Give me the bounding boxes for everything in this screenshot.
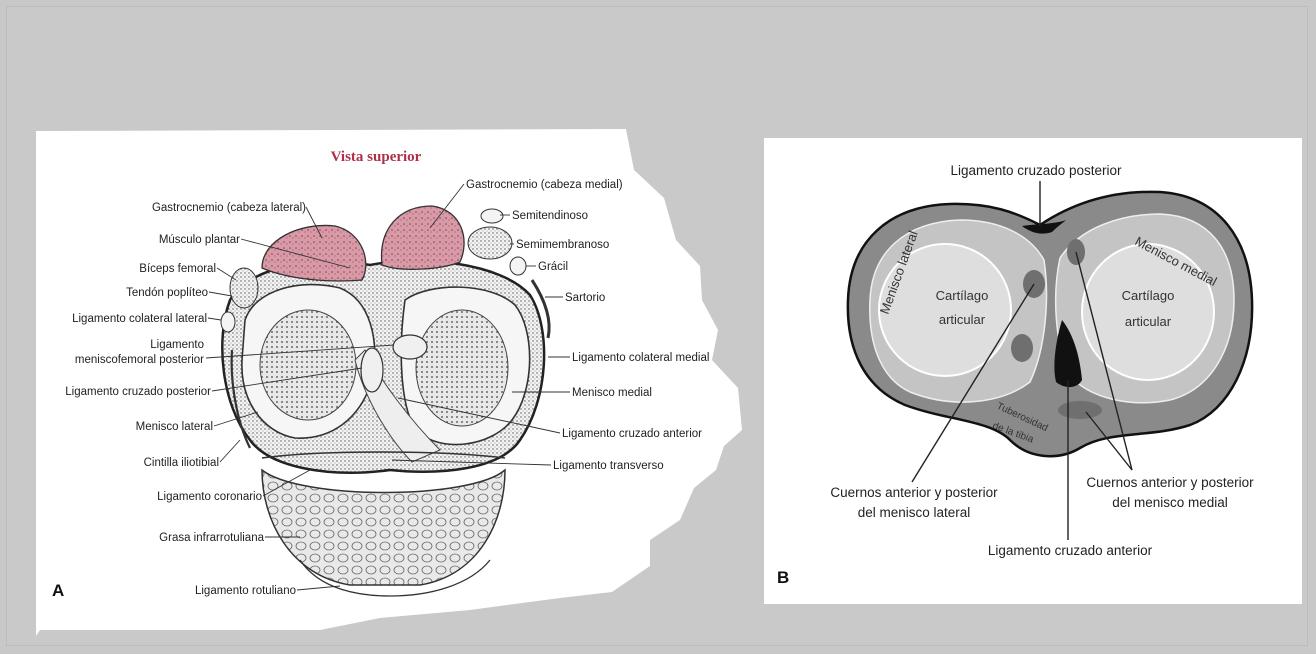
label-musculo-plantar: Músculo plantar [159, 234, 240, 246]
medial-tibial-condyle [416, 310, 508, 426]
label-b-cuernos-lateral-1: Cuernos anterior y posterior [830, 485, 998, 500]
label-ligamento-meniscofemoral-2: meniscofemoral posterior [75, 354, 204, 366]
label-ligamento-coronario: Ligamento coronario [157, 491, 262, 503]
label-semimembranoso: Semimembranoso [516, 239, 609, 251]
panel-b: B Cartílago articular Cartílago articula… [764, 138, 1302, 604]
lateral-horn-anterior [1011, 334, 1033, 362]
label-b-cruzado-posterior: Ligamento cruzado posterior [950, 163, 1122, 178]
semimembranosus-tendon [468, 227, 512, 259]
label-b-cuernos-medial-2: del menisco medial [1112, 495, 1228, 510]
posterior-cruciate-ligament [361, 348, 383, 392]
label-grasa-infrarrotuliana: Grasa infrarrotuliana [159, 532, 264, 544]
label-tendon-popliteo: Tendón poplíteo [126, 287, 208, 299]
label-b-cartilago-medial-2: articular [1125, 314, 1172, 329]
label-b-cartilago-lateral-1: Cartílago [936, 288, 989, 303]
label-gastrocnemius-lateral: Gastrocnemio (cabeza lateral) [152, 202, 306, 214]
label-cintilla-iliotibial: Cintilla iliotibial [144, 457, 219, 469]
label-b-cuernos-lateral-2: del menisco lateral [858, 505, 971, 520]
label-b-cartilago-medial-1: Cartílago [1122, 288, 1175, 303]
label-gastrocnemius-medial: Gastrocnemio (cabeza medial) [466, 179, 623, 191]
panel-a-title: Vista superior [331, 149, 422, 165]
label-ligamento-transverso: Ligamento transverso [553, 460, 664, 472]
lateral-tibial-condyle [260, 310, 356, 420]
gracilis-tendon [510, 257, 526, 275]
label-menisco-medial: Menisco medial [572, 387, 652, 399]
label-ligamento-cruzado-anterior: Ligamento cruzado anterior [562, 428, 702, 440]
label-ligamento-cruzado-posterior: Ligamento cruzado posterior [65, 386, 211, 398]
label-semitendinoso: Semitendinoso [512, 210, 588, 222]
panel-a-letter: A [52, 581, 64, 600]
lateral-collateral-ligament [221, 312, 235, 332]
label-ligamento-rotuliano: Ligamento rotuliano [195, 585, 296, 597]
label-ligamento-colateral-medial: Ligamento colateral medial [572, 352, 709, 364]
label-b-cuernos-medial-1: Cuernos anterior y posterior [1086, 475, 1254, 490]
label-ligamento-meniscofemoral-1: Ligamento [150, 339, 204, 351]
label-sartorio: Sartorio [565, 292, 605, 304]
label-b-cartilago-lateral-2: articular [939, 312, 986, 327]
semitendinosus-tendon [481, 209, 503, 223]
panel-a: Vista superior A Gastrocnemio [36, 129, 742, 636]
biceps-femoris-tendon [230, 268, 258, 308]
meniscofemoral-ligament [393, 335, 427, 359]
medial-horn-anterior [1058, 401, 1102, 419]
label-biceps-femoral: Bíceps femoral [139, 263, 216, 275]
label-gracil: Grácil [538, 261, 568, 273]
label-b-cruzado-anterior: Ligamento cruzado anterior [988, 543, 1153, 558]
label-ligamento-colateral-lateral: Ligamento colateral lateral [72, 313, 207, 325]
panel-b-letter: B [777, 568, 789, 587]
label-menisco-lateral: Menisco lateral [136, 421, 213, 433]
